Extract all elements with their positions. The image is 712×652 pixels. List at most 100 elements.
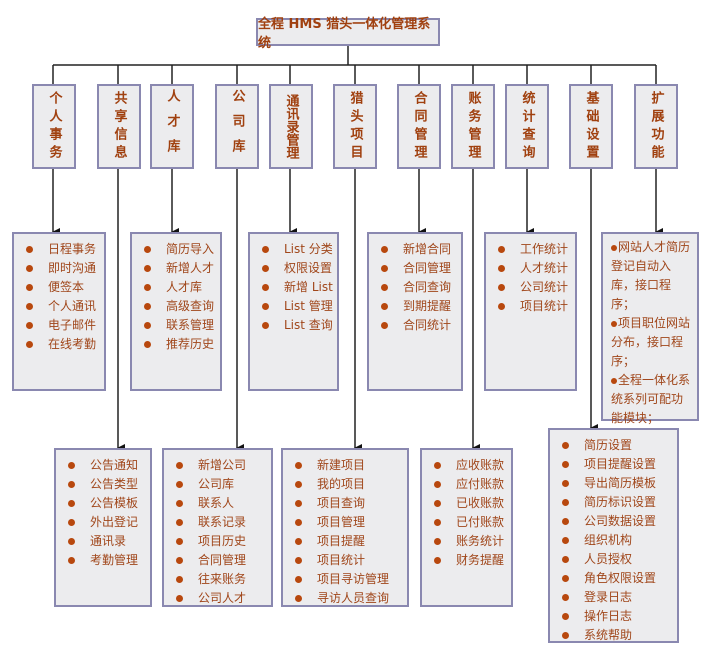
extension-note: 网站人才简历登记自动入库，接口程序； (611, 238, 691, 314)
menu-item[interactable]: 项目历史 (164, 532, 271, 551)
menu-item[interactable]: 项目提醒设置 (550, 455, 677, 474)
module-label: 人才库 (164, 89, 180, 164)
menu-item[interactable]: 组织机构 (550, 531, 677, 550)
module-basic-settings[interactable]: 基础设置 (569, 84, 613, 169)
menu-item[interactable]: 新建项目 (283, 456, 407, 475)
menu-item[interactable]: 角色权限设置 (550, 569, 677, 588)
menu-item[interactable]: 日程事务 (14, 240, 104, 259)
module-label: 账务管理 (465, 90, 481, 163)
module-label: 猎头项目 (347, 90, 363, 163)
menu-item[interactable]: 财务提醒 (422, 551, 511, 570)
note-text: 网站人才简历登记自动入库，接口程序； (611, 240, 691, 311)
menu-item[interactable]: List 查询 (250, 316, 337, 335)
menu-item[interactable]: List 管理 (250, 297, 337, 316)
menu-item[interactable]: 项目统计 (283, 551, 407, 570)
menu-item[interactable]: 工作统计 (486, 240, 575, 259)
menu-item[interactable]: 合同查询 (369, 278, 461, 297)
menu-item[interactable]: 即时沟通 (14, 259, 104, 278)
module-talent-pool[interactable]: 人才库 (150, 84, 194, 169)
bullet-icon (611, 244, 617, 251)
note-text: 全程一体化系统系列可配功能模块； (611, 373, 691, 425)
menu-item[interactable]: 我的项目 (283, 475, 407, 494)
menu-item[interactable]: 通讯录 (56, 532, 150, 551)
menu-item[interactable]: 人员授权 (550, 550, 677, 569)
menu-item[interactable]: 联系记录 (164, 513, 271, 532)
menu-item[interactable]: 公司数据设置 (550, 512, 677, 531)
module-personal-affairs[interactable]: 个人事务 (32, 84, 76, 169)
basic-settings-list: 简历设置项目提醒设置导出简历模板简历标识设置公司数据设置组织机构人员授权角色权限… (548, 428, 679, 643)
menu-item[interactable]: 已收账款 (422, 494, 511, 513)
menu-item[interactable]: 公告类型 (56, 475, 150, 494)
menu-item[interactable]: 应付账款 (422, 475, 511, 494)
menu-item[interactable]: 公司人才 (164, 589, 271, 608)
menu-item[interactable]: 公司库 (164, 475, 271, 494)
menu-item[interactable]: 到期提醒 (369, 297, 461, 316)
menu-item[interactable]: 个人通讯 (14, 297, 104, 316)
note-text: 项目职位网站分布，接口程序； (611, 316, 691, 368)
menu-item[interactable]: 联系人 (164, 494, 271, 513)
menu-item[interactable]: 合同管理 (369, 259, 461, 278)
menu-item[interactable]: 人才统计 (486, 259, 575, 278)
menu-item[interactable]: 新增公司 (164, 456, 271, 475)
menu-item[interactable]: 便签本 (14, 278, 104, 297)
menu-item[interactable]: 公告模板 (56, 494, 150, 513)
menu-item[interactable]: 简历导入 (132, 240, 220, 259)
menu-item[interactable]: 寻访人员查询 (283, 589, 407, 608)
module-statistics[interactable]: 统计查询 (505, 84, 549, 169)
extension-note: 项目职位网站分布，接口程序； (611, 314, 691, 371)
menu-item[interactable]: 新增合同 (369, 240, 461, 259)
menu-item[interactable]: 项目查询 (283, 494, 407, 513)
module-contract-management[interactable]: 合同管理 (397, 84, 441, 169)
menu-item[interactable]: 新增 List (250, 278, 337, 297)
menu-item[interactable]: 公告通知 (56, 456, 150, 475)
menu-item[interactable]: 联系管理 (132, 316, 220, 335)
personal-affairs-list: 日程事务即时沟通便签本个人通讯电子邮件在线考勤 (12, 232, 106, 391)
menu-item[interactable]: 系统帮助 (550, 626, 677, 645)
menu-item[interactable]: 人才库 (132, 278, 220, 297)
module-shared-info[interactable]: 共享信息 (97, 84, 141, 169)
menu-item[interactable]: 在线考勤 (14, 335, 104, 354)
extension-note: 全程一体化系统系列可配功能模块； (611, 371, 691, 428)
menu-item[interactable]: 往来账务 (164, 570, 271, 589)
module-label: 统计查询 (519, 90, 535, 163)
menu-item[interactable]: List 分类 (250, 240, 337, 259)
menu-item[interactable]: 公司统计 (486, 278, 575, 297)
menu-item[interactable]: 应收账款 (422, 456, 511, 475)
module-extensions[interactable]: 扩展功能 (634, 84, 678, 169)
module-headhunting-projects[interactable]: 猎头项目 (333, 84, 377, 169)
module-label: 公司库 (229, 89, 245, 164)
statistics-list: 工作统计人才统计公司统计项目统计 (484, 232, 577, 391)
module-label: 基础设置 (583, 90, 599, 163)
menu-item[interactable]: 项目统计 (486, 297, 575, 316)
menu-item[interactable]: 高级查询 (132, 297, 220, 316)
menu-item[interactable]: 已付账款 (422, 513, 511, 532)
menu-item[interactable]: 权限设置 (250, 259, 337, 278)
menu-item[interactable]: 导出简历模板 (550, 474, 677, 493)
module-label: 通讯录管理 (283, 94, 299, 159)
bullet-icon (611, 320, 617, 327)
menu-item[interactable]: 登录日志 (550, 588, 677, 607)
menu-item[interactable]: 项目寻访管理 (283, 570, 407, 589)
menu-item[interactable]: 账务统计 (422, 532, 511, 551)
contract-management-list: 新增合同合同管理合同查询到期提醒合同统计 (367, 232, 463, 391)
menu-item[interactable]: 项目管理 (283, 513, 407, 532)
menu-item[interactable]: 合同管理 (164, 551, 271, 570)
extensions-notes: 网站人才简历登记自动入库，接口程序； 项目职位网站分布，接口程序； 全程一体化系… (601, 232, 699, 425)
module-label: 共享信息 (111, 90, 127, 163)
menu-item[interactable]: 项目提醒 (283, 532, 407, 551)
menu-item[interactable]: 电子邮件 (14, 316, 104, 335)
menu-item[interactable]: 操作日志 (550, 607, 677, 626)
menu-item[interactable]: 合同统计 (369, 316, 461, 335)
module-label: 扩展功能 (648, 90, 664, 163)
menu-item[interactable]: 简历标识设置 (550, 493, 677, 512)
company-pool-list: 新增公司公司库联系人联系记录项目历史合同管理往来账务公司人才 (162, 448, 273, 607)
menu-item[interactable]: 推荐历史 (132, 335, 220, 354)
menu-item[interactable]: 外出登记 (56, 513, 150, 532)
menu-item[interactable]: 新增人才 (132, 259, 220, 278)
module-company-pool[interactable]: 公司库 (215, 84, 259, 169)
module-contacts-management[interactable]: 通讯录管理 (269, 84, 313, 169)
menu-item[interactable]: 考勤管理 (56, 551, 150, 570)
menu-item[interactable]: 简历设置 (550, 436, 677, 455)
module-accounts-management[interactable]: 账务管理 (451, 84, 495, 169)
